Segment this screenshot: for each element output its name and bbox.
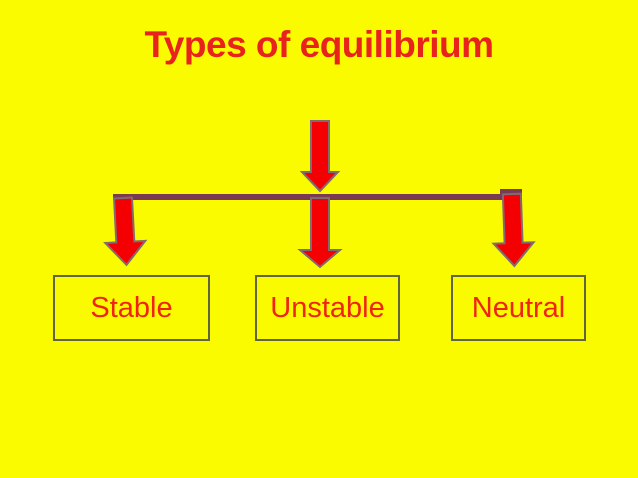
slide-title: Types of equilibrium <box>144 24 494 65</box>
down-arrow-top-icon <box>299 120 341 193</box>
box-unstable: Unstable <box>255 275 400 341</box>
box-stable: Stable <box>53 275 210 341</box>
down-arrow-middle-icon <box>297 197 343 269</box>
connector-bar-end-cap <box>500 189 522 195</box>
box-unstable-label: Unstable <box>270 291 385 324</box>
box-neutral-label: Neutral <box>471 291 566 324</box>
down-arrow-left-icon <box>103 196 148 267</box>
box-stable-label: Stable <box>90 291 173 324</box>
box-neutral: Neutral <box>451 275 586 341</box>
down-arrow-right-icon <box>491 192 536 268</box>
